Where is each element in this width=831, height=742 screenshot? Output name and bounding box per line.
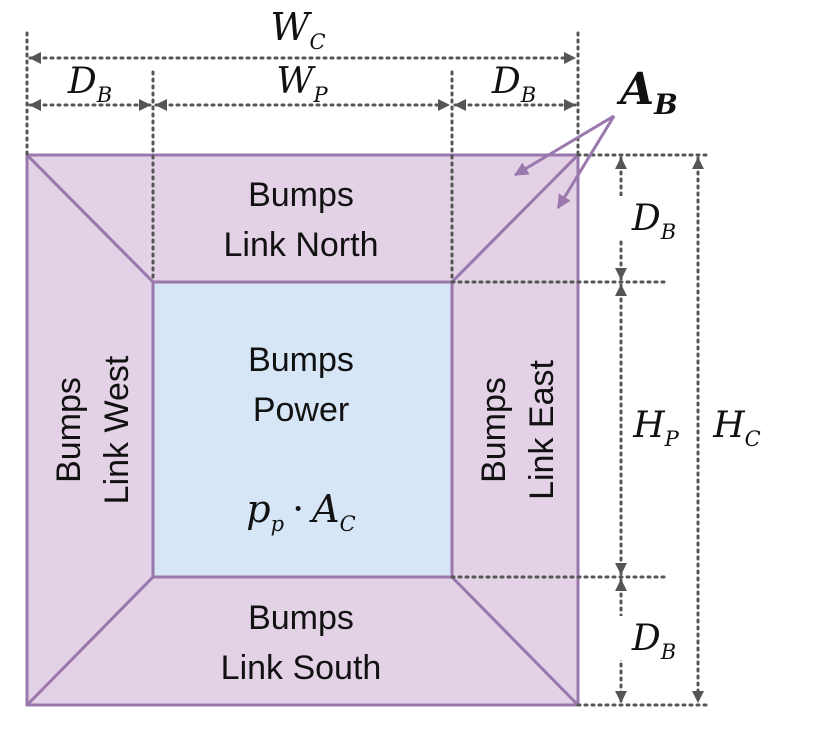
wc-label: WC xyxy=(270,5,325,54)
wp-label: WP xyxy=(276,61,328,107)
ab-callout-label: AB xyxy=(616,64,678,121)
south-label-line1: Bumps xyxy=(248,599,354,637)
north-label-line2: Link North xyxy=(224,226,379,264)
power-region xyxy=(151,280,454,579)
power-label-line1: Bumps xyxy=(248,341,354,379)
dimension-arrows xyxy=(28,52,704,704)
db-right-label: DB xyxy=(491,61,536,107)
ab-callout-arrows xyxy=(513,114,616,209)
west-label-line2: Link West xyxy=(98,355,136,504)
south-label-line2: Link South xyxy=(221,649,382,687)
extension-lines xyxy=(25,31,710,707)
east-label-line1: Bumps xyxy=(475,377,513,483)
db-bottom-label: DB xyxy=(631,618,676,664)
db-top-label: DB xyxy=(631,198,676,244)
hp-label: HP xyxy=(632,405,679,451)
east-label-line2: Link East xyxy=(523,360,561,500)
power-label-line2: Power xyxy=(253,391,349,429)
west-label-line1: Bumps xyxy=(50,377,88,483)
north-label-line1: Bumps xyxy=(248,176,354,214)
db-left-label: DB xyxy=(67,61,112,107)
bump-regions xyxy=(25,153,580,707)
hc-label: HC xyxy=(712,405,760,451)
power-formula: pp·AC xyxy=(246,487,355,536)
